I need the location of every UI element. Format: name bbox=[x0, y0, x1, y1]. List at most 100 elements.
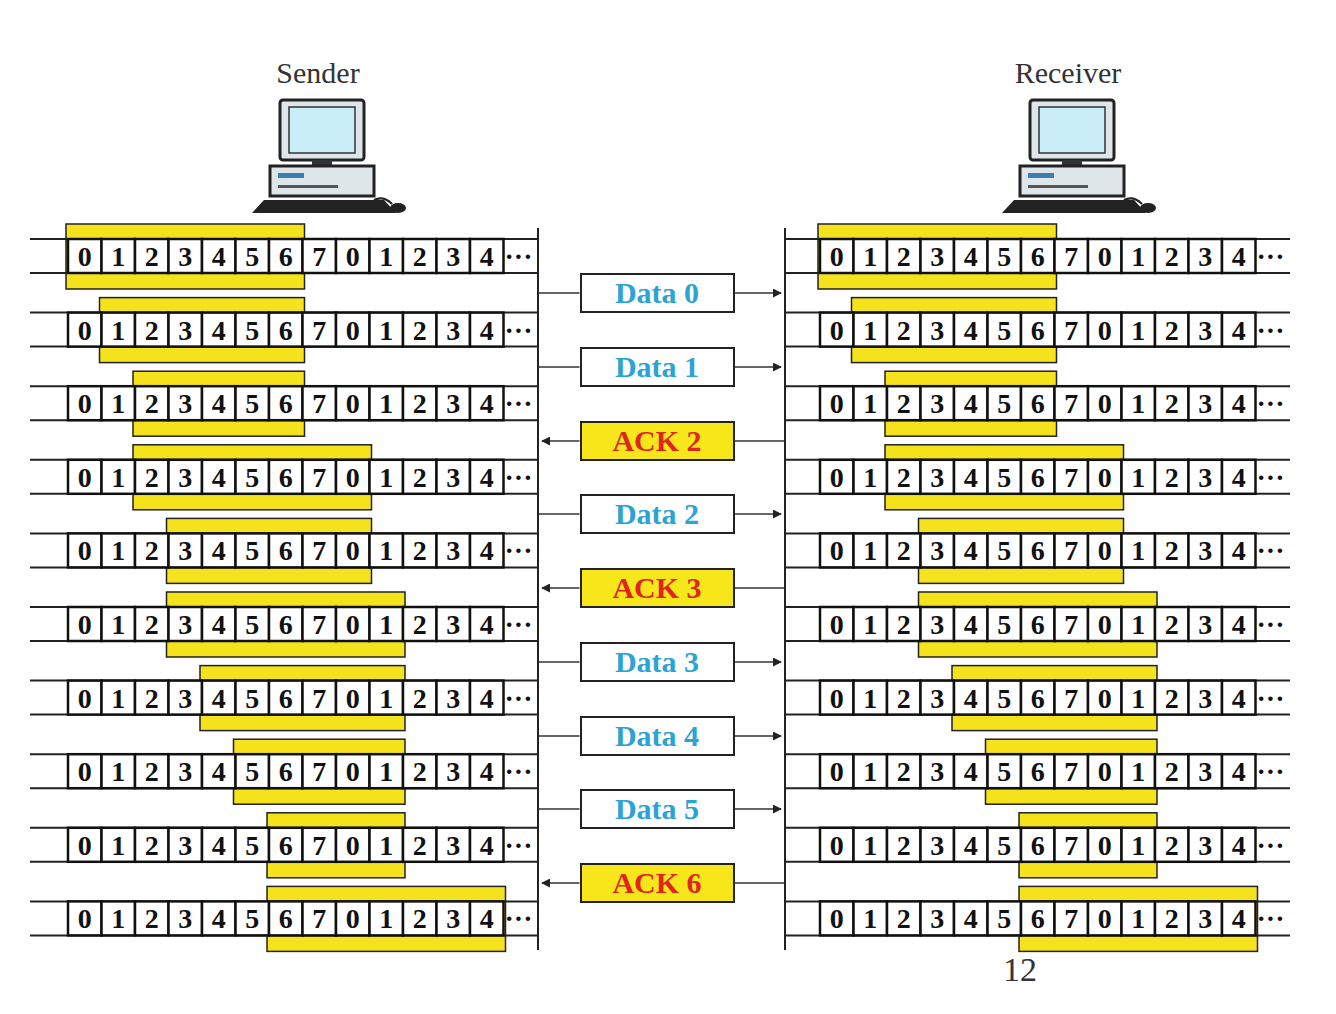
continuation-dots: ··· bbox=[504, 832, 532, 860]
sequence-cell bbox=[303, 313, 337, 347]
computer-icon bbox=[1002, 100, 1156, 213]
sequence-cell bbox=[921, 313, 955, 347]
sequence-number: 5 bbox=[997, 464, 1011, 492]
sequence-cell bbox=[854, 754, 888, 788]
sliding-window bbox=[133, 371, 305, 436]
sequence-cell bbox=[1189, 460, 1223, 494]
sequence-cell bbox=[303, 533, 337, 567]
frame-label: ACK 6 bbox=[612, 868, 701, 898]
sequence-cell bbox=[470, 460, 504, 494]
continuation-dots: ··· bbox=[504, 390, 532, 418]
sequence-number: 1 bbox=[379, 390, 393, 418]
sequence-number: 6 bbox=[279, 611, 293, 639]
sequence-cell bbox=[1189, 828, 1223, 862]
sequence-number: 6 bbox=[1031, 758, 1045, 786]
sequence-number: 4 bbox=[1232, 390, 1246, 418]
sequence-cell bbox=[1055, 681, 1089, 715]
sequence-number: 3 bbox=[446, 832, 460, 860]
sequence-number: 4 bbox=[964, 537, 978, 565]
sequence-cell bbox=[437, 533, 471, 567]
sequence-number: 3 bbox=[930, 905, 944, 933]
system-unit bbox=[270, 166, 374, 196]
sequence-cell bbox=[820, 460, 854, 494]
sequence-number: 5 bbox=[997, 758, 1011, 786]
sequence-cell bbox=[1155, 239, 1189, 273]
receiver-timeline bbox=[784, 228, 786, 950]
drive-slot bbox=[1028, 173, 1054, 178]
continuation-dots: ··· bbox=[1256, 905, 1284, 933]
sequence-number: 5 bbox=[997, 905, 1011, 933]
sequence-cell bbox=[236, 239, 270, 273]
sequence-cell bbox=[68, 386, 102, 420]
continuation-dots: ··· bbox=[504, 464, 532, 492]
data-frame: Data 4 bbox=[580, 716, 735, 756]
mouse bbox=[390, 203, 406, 213]
sequence-cell bbox=[135, 313, 169, 347]
sequence-number: 4 bbox=[1232, 832, 1246, 860]
sequence-cell bbox=[1222, 239, 1256, 273]
sequence-row bbox=[785, 666, 1290, 731]
sequence-cell bbox=[954, 239, 988, 273]
sequence-cell bbox=[303, 681, 337, 715]
frame-label: ACK 3 bbox=[612, 573, 701, 603]
sequence-number: 2 bbox=[1165, 390, 1179, 418]
drive-slot bbox=[278, 185, 338, 188]
sequence-number: 0 bbox=[1098, 905, 1112, 933]
sequence-cell bbox=[988, 533, 1022, 567]
sequence-cell bbox=[169, 681, 203, 715]
sequence-number: 7 bbox=[1064, 243, 1078, 271]
sequence-number: 5 bbox=[997, 832, 1011, 860]
sequence-cell bbox=[102, 607, 136, 641]
sequence-number: 1 bbox=[111, 537, 125, 565]
sequence-number: 4 bbox=[480, 317, 494, 345]
sequence-cell bbox=[887, 607, 921, 641]
monitor bbox=[1030, 100, 1114, 160]
sequence-cell bbox=[954, 313, 988, 347]
sequence-row bbox=[785, 298, 1290, 363]
sequence-cell bbox=[403, 754, 437, 788]
sequence-number: 3 bbox=[1198, 537, 1212, 565]
sequence-number: 3 bbox=[1198, 758, 1212, 786]
sequence-number: 6 bbox=[279, 905, 293, 933]
sequence-cell bbox=[1122, 386, 1156, 420]
message-arrow bbox=[542, 587, 580, 589]
sequence-number: 4 bbox=[480, 464, 494, 492]
sequence-cell bbox=[236, 828, 270, 862]
sequence-cell bbox=[1088, 386, 1122, 420]
message-arrow bbox=[542, 440, 580, 442]
continuation-dots: ··· bbox=[504, 905, 532, 933]
sequence-number: 1 bbox=[379, 243, 393, 271]
sequence-cell bbox=[437, 607, 471, 641]
sequence-number: 1 bbox=[111, 390, 125, 418]
sequence-number: 7 bbox=[312, 905, 326, 933]
sequence-cell bbox=[437, 901, 471, 935]
sequence-cell bbox=[403, 607, 437, 641]
sequence-number: 2 bbox=[1165, 758, 1179, 786]
sequence-cell bbox=[887, 681, 921, 715]
sequence-cell bbox=[236, 533, 270, 567]
sequence-cell bbox=[820, 607, 854, 641]
sequence-cell bbox=[1122, 828, 1156, 862]
sequence-row bbox=[30, 298, 538, 363]
sequence-cell bbox=[1122, 239, 1156, 273]
sequence-cell bbox=[1021, 239, 1055, 273]
sequence-cell bbox=[1155, 460, 1189, 494]
sequence-row bbox=[785, 592, 1290, 657]
sequence-number: 1 bbox=[379, 685, 393, 713]
sequence-number: 2 bbox=[897, 685, 911, 713]
message-arrow bbox=[542, 882, 580, 884]
sequence-cell bbox=[921, 460, 955, 494]
sequence-row bbox=[30, 813, 538, 878]
sequence-cell bbox=[269, 901, 303, 935]
sequence-number: 0 bbox=[346, 832, 360, 860]
sequence-number: 0 bbox=[78, 537, 92, 565]
message-arrow bbox=[735, 735, 782, 737]
mouse-cord bbox=[374, 198, 392, 204]
sequence-number: 1 bbox=[111, 685, 125, 713]
sequence-number: 2 bbox=[897, 832, 911, 860]
sequence-number: 6 bbox=[279, 317, 293, 345]
sequence-number: 4 bbox=[1232, 243, 1246, 271]
sequence-number: 1 bbox=[379, 464, 393, 492]
sliding-window bbox=[852, 298, 1057, 363]
sequence-number: 2 bbox=[413, 390, 427, 418]
